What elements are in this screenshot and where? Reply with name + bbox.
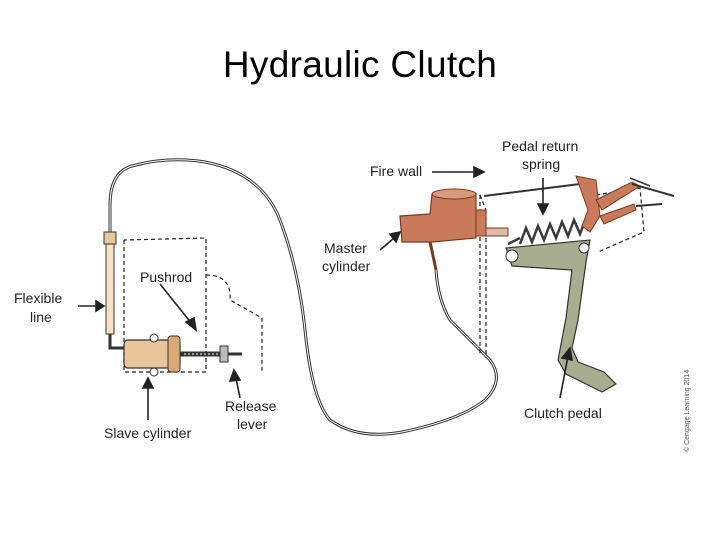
pedal-return-spring <box>507 216 588 246</box>
release-housing-outline <box>123 237 263 373</box>
label-pedal-return-spring-2: spring <box>522 156 560 172</box>
pedal-bracket <box>575 175 675 233</box>
leader-lines <box>78 165 573 420</box>
label-release-lever: Release <box>225 398 277 414</box>
flexible-line-fitting <box>103 231 124 350</box>
master-cylinder <box>399 188 509 271</box>
label-master-cylinder: Master <box>324 240 367 256</box>
label-pedal-return-spring: Pedal return <box>502 138 578 154</box>
label-fire-wall: Fire wall <box>370 163 422 179</box>
label-flexible-line: Flexible <box>14 290 62 306</box>
clutch-pedal <box>505 239 617 393</box>
label-master-cylinder-2: cylinder <box>322 258 371 274</box>
pushrod <box>180 345 242 363</box>
label-pushrod: Pushrod <box>140 269 192 285</box>
label-slave-cylinder: Slave cylinder <box>104 425 191 441</box>
label-release-lever-2: lever <box>237 416 268 432</box>
slave-cylinder <box>123 333 181 377</box>
label-clutch-pedal: Clutch pedal <box>524 405 602 421</box>
label-flexible-line-2: line <box>30 309 52 325</box>
copyright-credit: © Cengage Learning 2014 <box>683 370 691 452</box>
slide-title: Hydraulic Clutch <box>222 44 498 85</box>
fire-wall <box>483 183 581 197</box>
